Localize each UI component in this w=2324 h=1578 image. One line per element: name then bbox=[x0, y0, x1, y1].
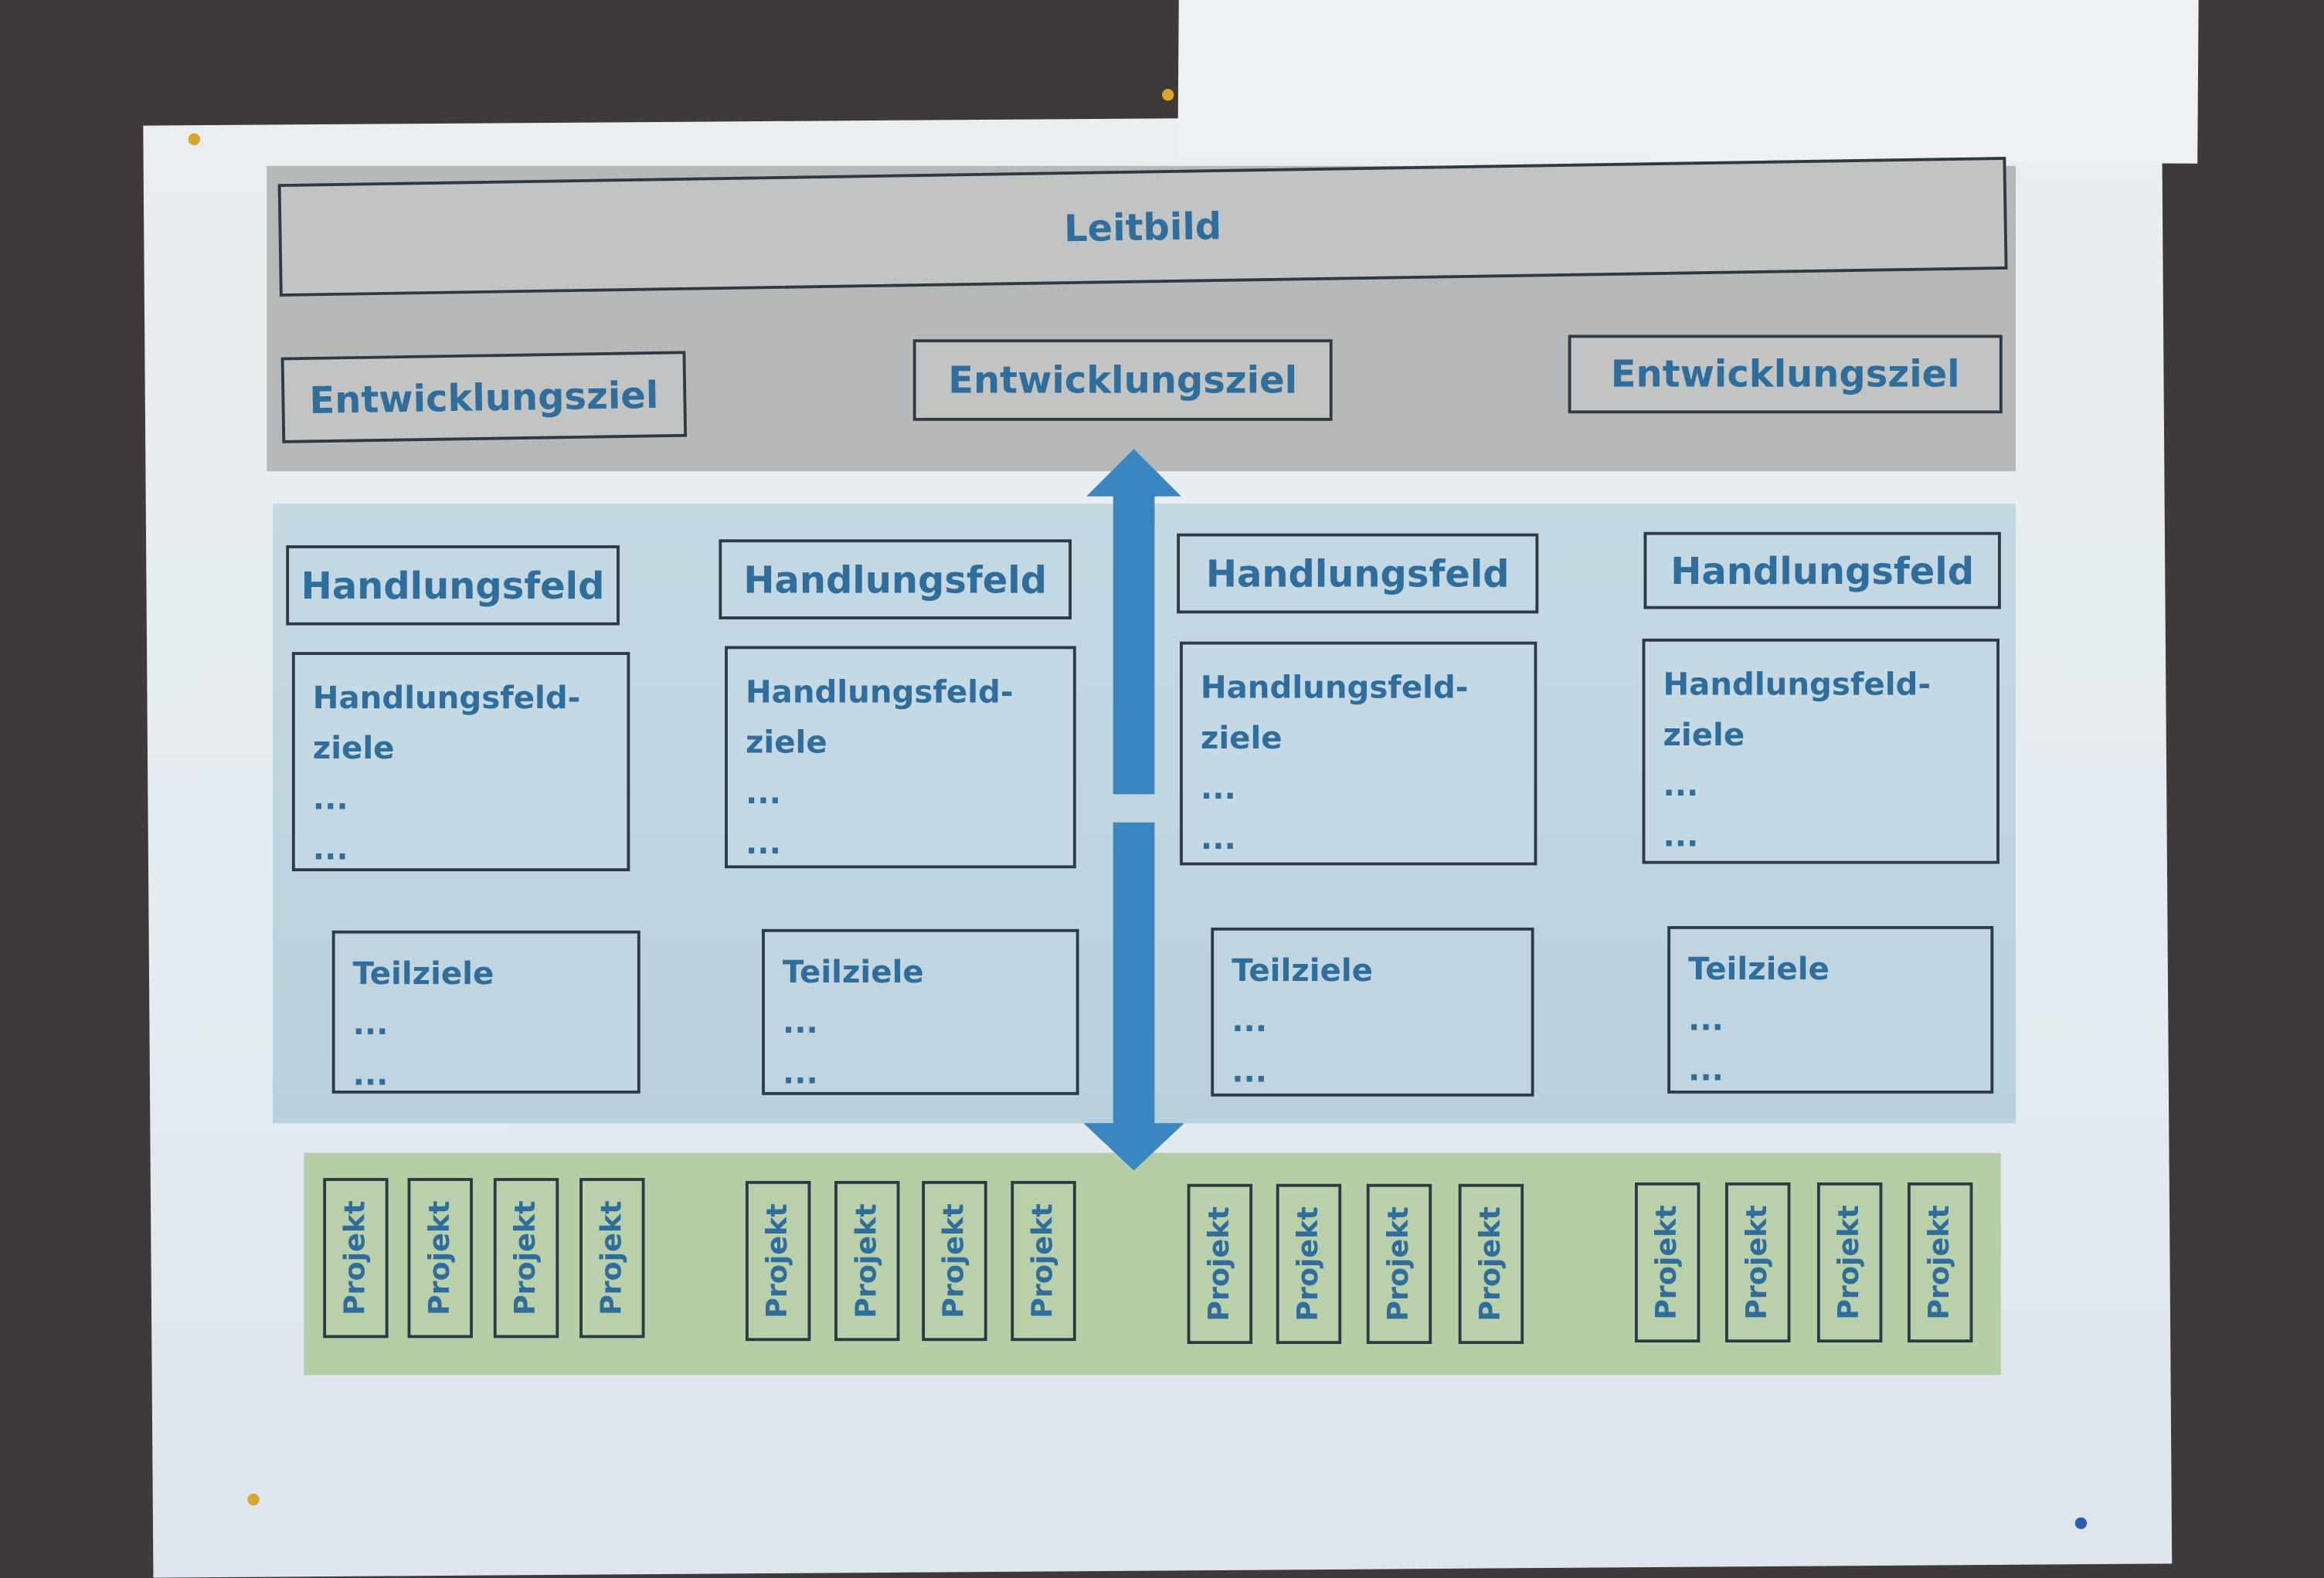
teilziele-item: ... bbox=[1688, 1052, 1724, 1088]
ziele-item: ... bbox=[1663, 817, 1699, 853]
projekt-box: Projekt bbox=[1725, 1182, 1791, 1343]
projekt-label: Projekt bbox=[339, 1200, 372, 1316]
ziele-title-line1: Handlungsfeld- bbox=[745, 674, 1014, 710]
projekt-label: Projekt bbox=[1203, 1206, 1236, 1322]
handlungsfeldziele-box: Handlungsfeld-ziele...... bbox=[291, 652, 630, 872]
ziele-item: ... bbox=[312, 831, 348, 867]
projekt-label: Projekt bbox=[1382, 1206, 1416, 1322]
teilziele-item: ... bbox=[782, 1054, 818, 1091]
ziele-title-line2: ziele bbox=[745, 725, 827, 761]
ziele-item: ... bbox=[312, 780, 348, 817]
projekt-label: Projekt bbox=[1833, 1205, 1867, 1320]
teilziele-box: Teilziele...... bbox=[1667, 926, 1994, 1094]
handlungsfeldziele-box: Handlungsfeld-ziele...... bbox=[1642, 638, 2000, 864]
pin-icon bbox=[2074, 1517, 2088, 1529]
ziele-item: ... bbox=[1200, 820, 1236, 857]
projekt-label: Projekt bbox=[1651, 1205, 1684, 1320]
projekt-box: Projekt bbox=[1011, 1180, 1076, 1342]
teilziele-item: ... bbox=[1232, 1003, 1268, 1039]
projekt-label: Projekt bbox=[509, 1200, 543, 1316]
projekt-box: Projekt bbox=[1187, 1183, 1253, 1344]
projekt-label: Projekt bbox=[1741, 1205, 1775, 1320]
ziele-title-line1: Handlungsfeld- bbox=[1663, 667, 1932, 703]
projekt-box: Projekt bbox=[922, 1180, 987, 1342]
projekt-label: Projekt bbox=[1292, 1206, 1326, 1322]
projekt-box: Projekt bbox=[1907, 1182, 1973, 1343]
teilziele-box: Teilziele...... bbox=[1211, 927, 1534, 1097]
projekt-box: Projekt bbox=[1458, 1183, 1524, 1344]
pin-icon bbox=[188, 133, 200, 146]
teilziele-item: ... bbox=[1688, 1001, 1724, 1037]
projekt-box: Projekt bbox=[745, 1180, 811, 1342]
projekt-label: Projekt bbox=[762, 1203, 795, 1318]
handlungsfeldziele-box: Handlungsfeld-ziele...... bbox=[725, 646, 1076, 869]
handlungsfeld-box: Handlungsfeld bbox=[1177, 533, 1539, 614]
projekt-box: Projekt bbox=[1634, 1182, 1701, 1343]
teilziele-box: Teilziele...... bbox=[331, 930, 640, 1094]
projekt-box: Projekt bbox=[579, 1178, 645, 1339]
pin-icon bbox=[247, 1493, 260, 1506]
projekt-label: Projekt bbox=[938, 1203, 971, 1318]
projekt-label: Projekt bbox=[423, 1200, 457, 1316]
ziele-title-line2: ziele bbox=[1663, 717, 1745, 753]
projekt-label: Projekt bbox=[1924, 1205, 1957, 1320]
ziele-title-line1: Handlungsfeld- bbox=[1200, 670, 1469, 706]
handlungsfeld-box: Handlungsfeld bbox=[719, 539, 1072, 619]
ziele-item: ... bbox=[1200, 770, 1236, 806]
ziele-title-line1: Handlungsfeld- bbox=[312, 680, 581, 716]
projekt-label: Projekt bbox=[596, 1200, 629, 1316]
pin-icon bbox=[1162, 89, 1174, 101]
projekt-label: Projekt bbox=[1027, 1203, 1060, 1318]
entwicklungsziel-box: Entwicklungsziel bbox=[912, 339, 1333, 421]
entwicklungsziel-box: Entwicklungsziel bbox=[1568, 334, 2003, 414]
handlungsfeld-box: Handlungsfeld bbox=[286, 545, 620, 626]
projekt-label: Projekt bbox=[1474, 1206, 1508, 1322]
teilziele-title: Teilziele bbox=[1688, 951, 1830, 987]
teilziele-box: Teilziele...... bbox=[762, 928, 1079, 1095]
projekt-box: Projekt bbox=[834, 1180, 900, 1342]
ziele-item: ... bbox=[745, 775, 781, 811]
handlungsfeldziele-box: Handlungsfeld-ziele...... bbox=[1180, 641, 1537, 866]
projekt-box: Projekt bbox=[323, 1178, 389, 1339]
teilziele-title: Teilziele bbox=[782, 954, 924, 990]
projekt-box: Projekt bbox=[1816, 1182, 1883, 1343]
poster-photo: Leitbild Entwicklungsziel Entwicklungszi… bbox=[143, 0, 2199, 1578]
overlapping-paper-sheet bbox=[1177, 0, 2199, 164]
teilziele-item: ... bbox=[782, 1004, 818, 1040]
double-arrow-icon bbox=[1083, 449, 1184, 1171]
teilziele-title: Teilziele bbox=[1232, 952, 1373, 989]
projekt-box: Projekt bbox=[1366, 1183, 1432, 1344]
ziele-item: ... bbox=[1663, 767, 1699, 803]
entwicklungsziel-box: Entwicklungsziel bbox=[280, 351, 688, 443]
teilziele-item: ... bbox=[352, 1006, 389, 1042]
projekt-box: Projekt bbox=[493, 1178, 559, 1339]
ziele-item: ... bbox=[745, 825, 781, 861]
teilziele-item: ... bbox=[1232, 1053, 1268, 1090]
ziele-title-line2: ziele bbox=[1200, 720, 1283, 756]
ziele-title-line2: ziele bbox=[312, 730, 395, 766]
teilziele-item: ... bbox=[352, 1056, 389, 1092]
handlungsfeld-box: Handlungsfeld bbox=[1643, 531, 2001, 609]
projekt-label: Projekt bbox=[851, 1203, 884, 1318]
projekt-box: Projekt bbox=[1276, 1183, 1342, 1344]
projekt-box: Projekt bbox=[407, 1178, 473, 1339]
teilziele-title: Teilziele bbox=[352, 955, 494, 992]
